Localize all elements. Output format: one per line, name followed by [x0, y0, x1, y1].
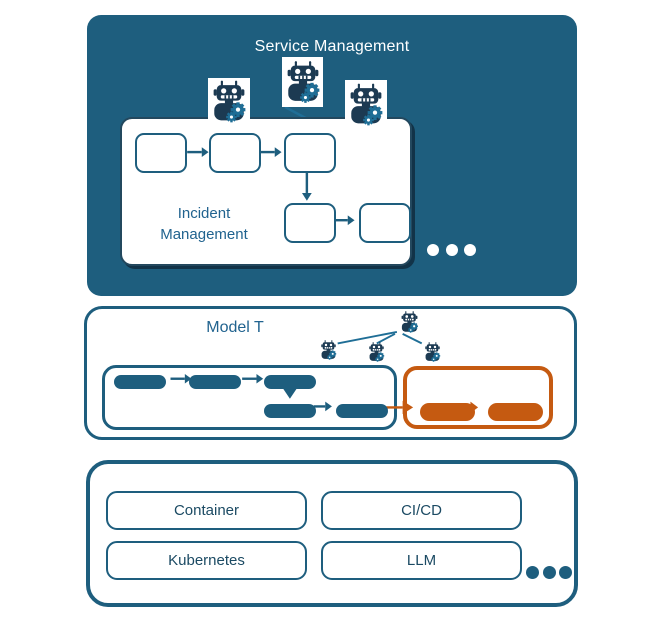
tech-box-label: LLM	[406, 552, 437, 569]
tech-box-label: CI/CD	[401, 502, 442, 519]
tech-box-container: Container	[106, 491, 307, 530]
robot-gear-icon	[400, 311, 419, 333]
robot-gear-icon	[282, 57, 323, 107]
flow-step-box	[135, 133, 187, 173]
pipeline-step-pill	[189, 375, 241, 389]
pipeline-step-pill-orange	[488, 403, 543, 421]
flow-step-box	[359, 203, 411, 243]
robot-gear-icon	[208, 78, 250, 125]
technology-panel: Container CI/CD Kubernetes LLM	[86, 460, 578, 607]
pipeline-step-pill	[336, 404, 388, 418]
teal-pipeline-box	[102, 365, 397, 430]
pipeline-step-pill	[264, 404, 316, 418]
pipeline-step-pill	[264, 375, 316, 389]
incident-management-label: Incident Management	[160, 205, 248, 243]
flow-step-box	[284, 203, 336, 243]
robot-gear-icon	[320, 340, 337, 360]
pipeline-step-pill	[114, 375, 166, 389]
robot-gear-icon	[368, 342, 385, 362]
tech-box-llm: LLM	[321, 541, 522, 580]
orange-pipeline-box	[403, 366, 553, 429]
tech-box-label: Container	[173, 502, 240, 519]
flow-step-box	[209, 133, 261, 173]
robot-gear-icon	[345, 80, 387, 128]
tech-box-cicd: CI/CD	[321, 491, 522, 530]
flow-step-box	[284, 133, 336, 173]
incident-management-box: Incident Management	[120, 117, 412, 266]
service-management-title: Service Management	[254, 38, 410, 55]
robot-gear-icon	[424, 342, 441, 362]
tech-box-kubernetes: Kubernetes	[106, 541, 307, 580]
service-management-panel: Service Management	[87, 15, 577, 296]
model-t-panel: Model T	[84, 306, 577, 440]
pipeline-step-pill-orange	[420, 403, 475, 421]
model-t-title: Model T	[206, 319, 264, 336]
tech-box-label: Kubernetes	[168, 552, 245, 569]
